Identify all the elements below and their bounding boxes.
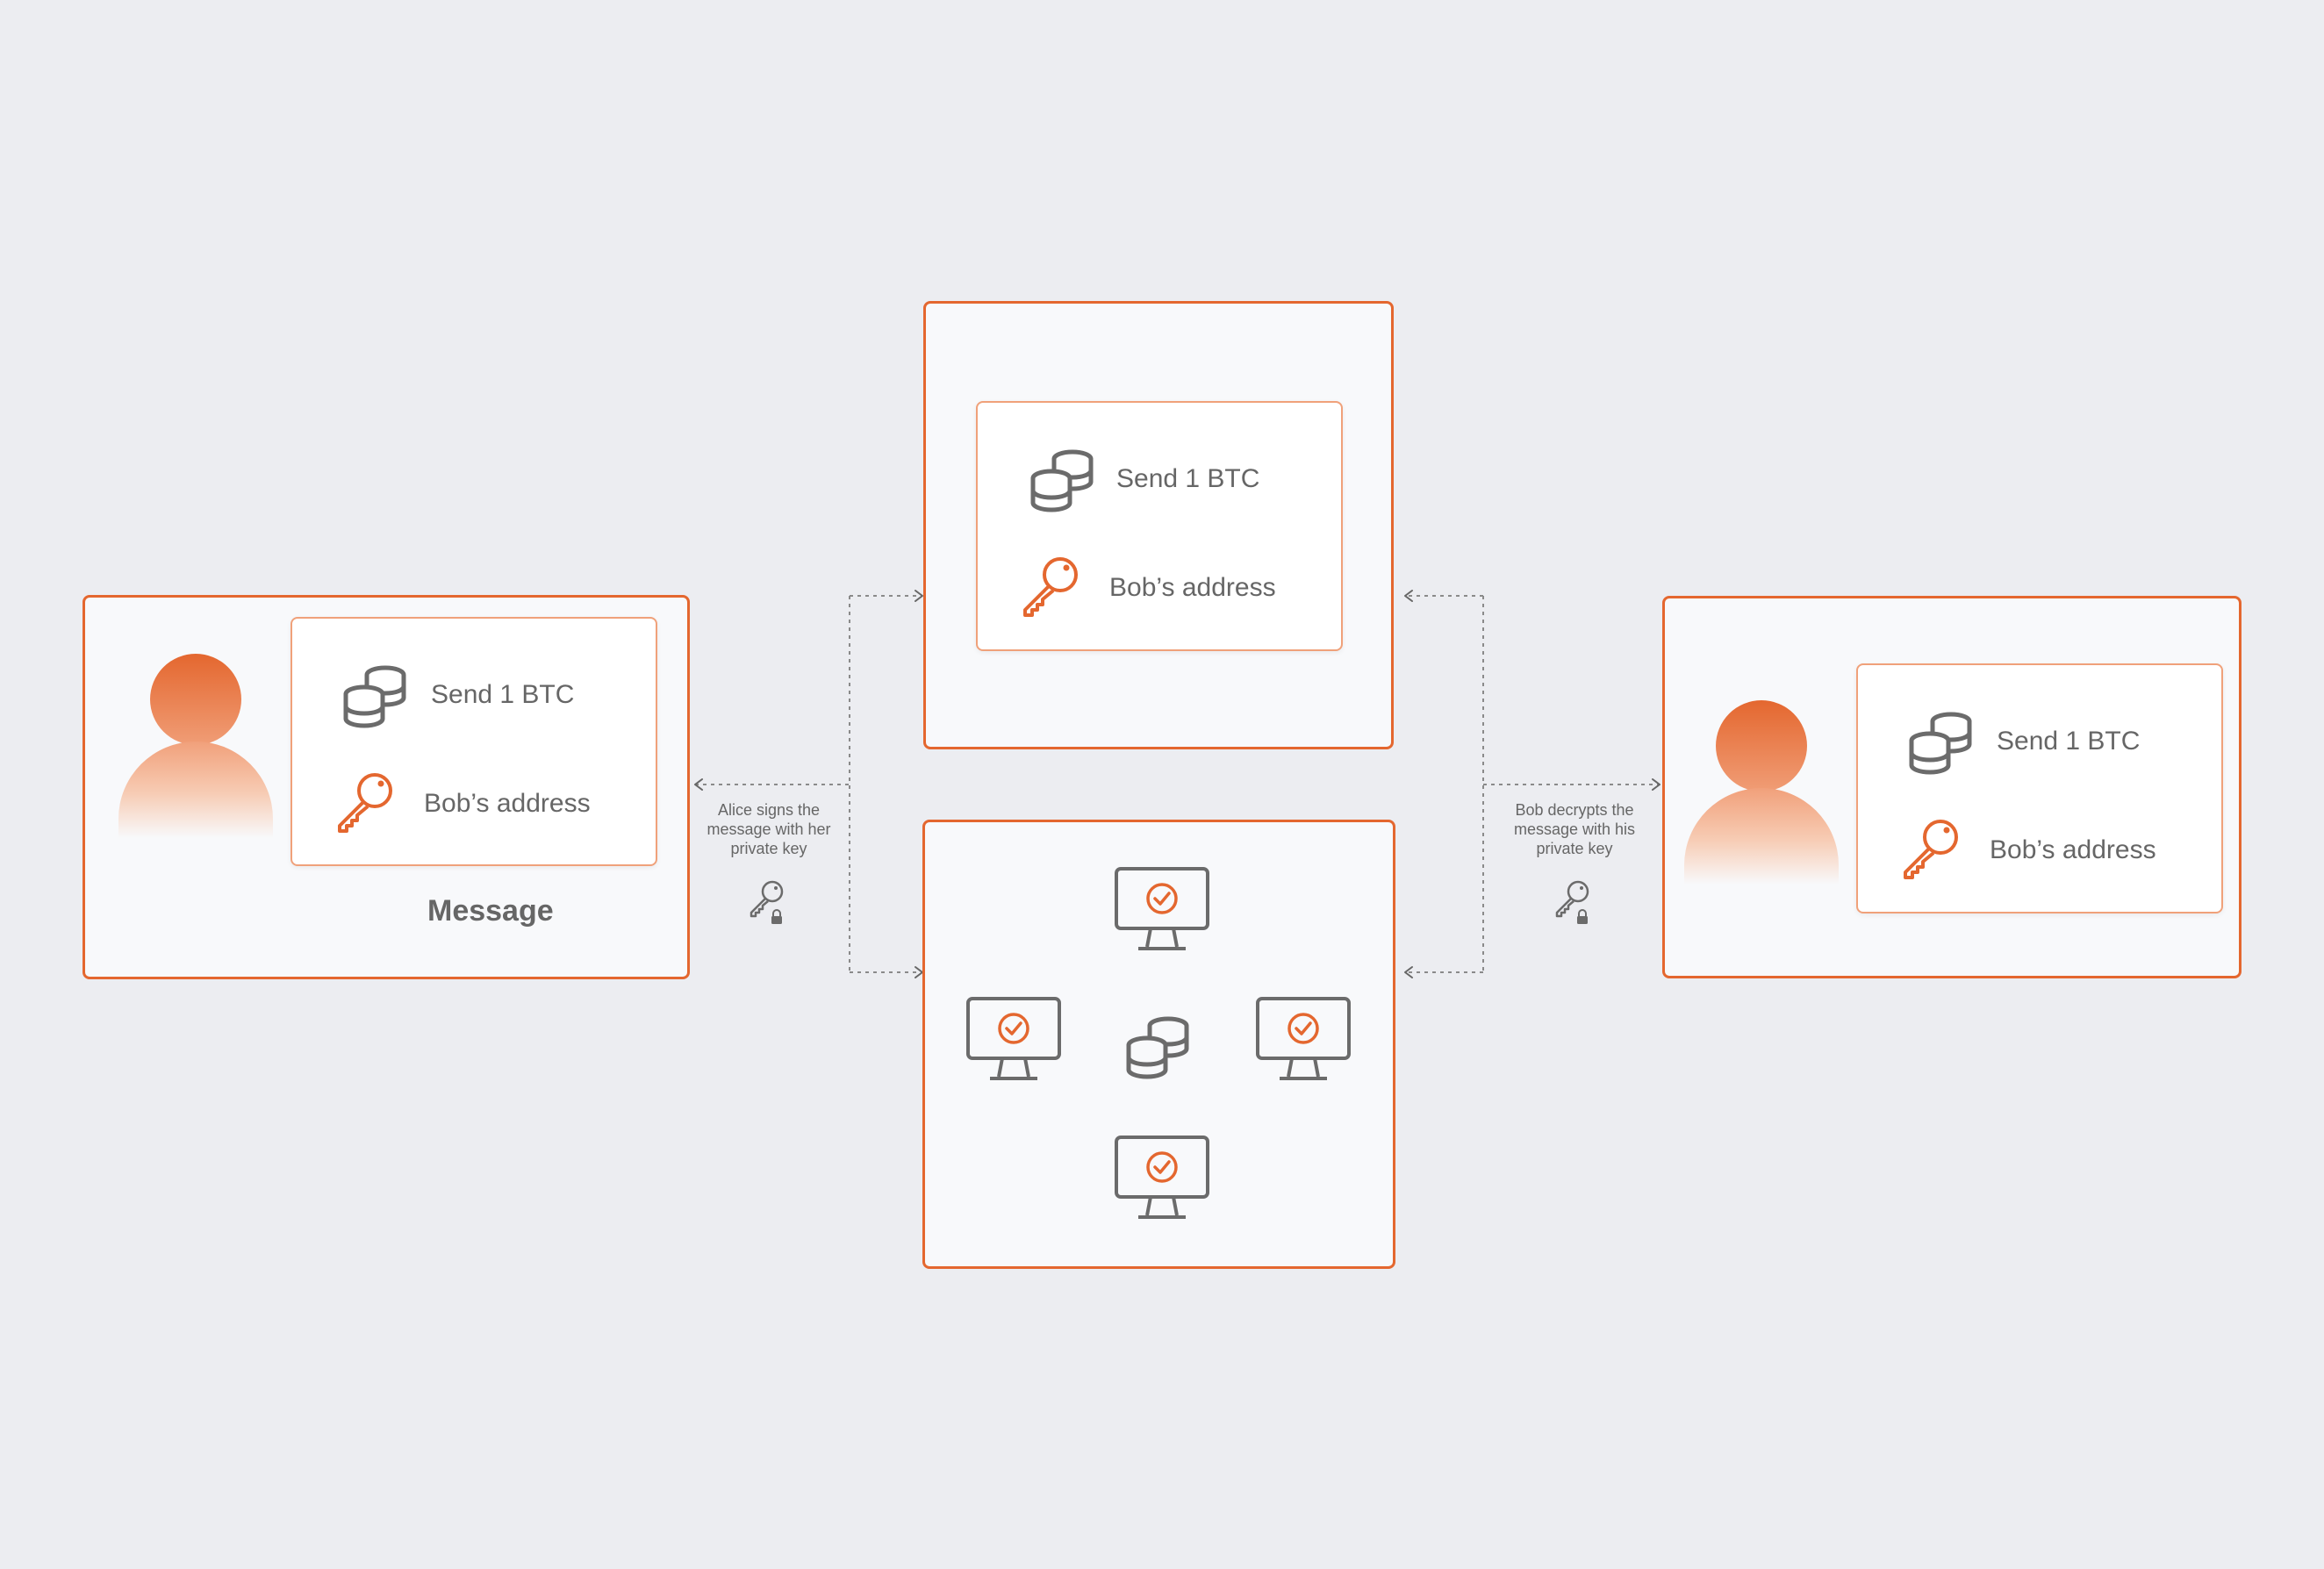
address-row: Bob’s address xyxy=(292,764,656,843)
address-row: Bob’s address xyxy=(978,548,1341,627)
amount-row: Send 1 BTC xyxy=(292,654,656,733)
avatar-head xyxy=(1716,700,1807,792)
amount-label: Send 1 BTC xyxy=(1116,464,1260,493)
locked-key-icon xyxy=(750,880,784,924)
signed-message-panel: Send 1 BTC Bob’s address xyxy=(923,301,1394,749)
amount-row: Send 1 BTC xyxy=(978,438,1341,517)
note-line: Bob decrypts the xyxy=(1515,801,1634,819)
address-row: Bob’s address xyxy=(1858,811,2221,890)
amount-label: Send 1 BTC xyxy=(431,680,575,709)
arrowhead-to-sender xyxy=(694,778,703,791)
amount-row: Send 1 BTC xyxy=(1858,700,2221,779)
alice-sign-note: Alice signs the message with her private… xyxy=(685,800,852,858)
key-icon xyxy=(338,773,392,833)
note-line: message with her xyxy=(707,820,831,838)
receiver-panel: Send 1 BTC Bob’s address xyxy=(1662,596,2242,978)
coin-stack-icon xyxy=(343,665,406,728)
arrowhead-to-network-left xyxy=(915,966,923,978)
note-line: private key xyxy=(730,840,807,857)
verified-computer-icon xyxy=(1256,997,1351,1080)
note-line: private key xyxy=(1536,840,1613,857)
note-line: message with his xyxy=(1513,820,1636,838)
avatar-body xyxy=(1684,788,1839,885)
address-label: Bob’s address xyxy=(1109,573,1276,602)
signed-message-card: Send 1 BTC Bob’s address xyxy=(976,401,1343,651)
key-icon xyxy=(1023,557,1078,617)
arrowhead-from-message-top xyxy=(1404,590,1413,602)
sender-message-card: Send 1 BTC Bob’s address xyxy=(290,617,657,866)
arrowhead-to-message-top xyxy=(915,590,923,602)
network-panel xyxy=(922,820,1395,1269)
arrowhead-from-network-right xyxy=(1404,966,1413,978)
avatar-head xyxy=(150,654,241,745)
locked-key-icon xyxy=(1555,880,1589,924)
note-line: Alice signs the xyxy=(717,801,821,819)
verified-computer-icon xyxy=(966,997,1061,1080)
message-caption: Message xyxy=(427,894,554,928)
receiver-avatar xyxy=(1684,700,1839,885)
arrowhead-to-receiver xyxy=(1652,778,1661,791)
amount-label: Send 1 BTC xyxy=(1997,727,2141,756)
bob-decrypt-note: Bob decrypts the message with his privat… xyxy=(1491,800,1658,858)
avatar-body xyxy=(118,742,273,838)
verified-computer-icon xyxy=(1115,867,1209,950)
coin-stack-icon xyxy=(1126,1016,1189,1079)
key-icon xyxy=(1904,820,1958,879)
verified-computer-icon xyxy=(1115,1136,1209,1219)
address-label: Bob’s address xyxy=(1990,835,2156,864)
receiver-message-card: Send 1 BTC Bob’s address xyxy=(1856,663,2223,913)
coin-stack-icon xyxy=(1030,449,1094,512)
address-label: Bob’s address xyxy=(424,789,591,818)
coin-stack-icon xyxy=(1909,712,1972,775)
sender-avatar xyxy=(118,654,273,838)
sender-panel: Send 1 BTC Bob’s address Message xyxy=(82,595,690,979)
